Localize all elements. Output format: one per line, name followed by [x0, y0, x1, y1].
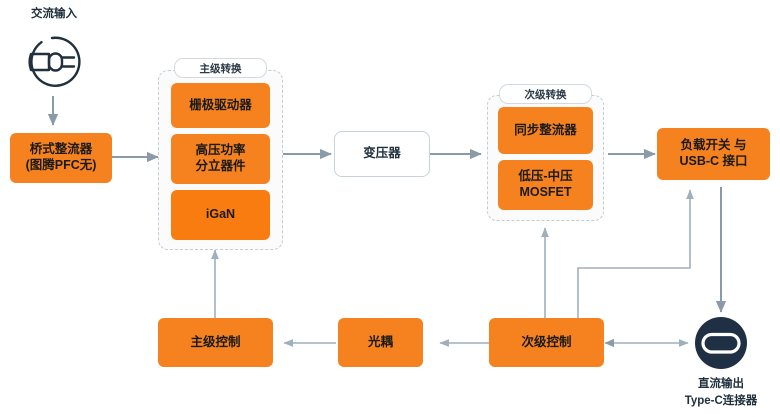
- primary-control-block[interactable]: 主级控制: [158, 318, 273, 367]
- secondary-control-block[interactable]: 次级控制: [489, 318, 604, 367]
- optocoupler-block[interactable]: 光耦: [338, 318, 423, 367]
- primary-conversion-group-label: 主级转换: [174, 58, 267, 78]
- bridge-rectifier-block[interactable]: 桥式整流器 (图腾PFC无): [10, 133, 112, 183]
- arrow-secondary-control-to-loadswitch: [577, 189, 694, 318]
- ac-plug-icon: [28, 36, 81, 87]
- ac-input-label: 交流输入: [31, 8, 77, 20]
- secondary-conversion-group-label: 次级转换: [499, 84, 592, 104]
- transformer-block[interactable]: 变压器: [334, 131, 430, 177]
- sync-rectifier-block[interactable]: 同步整流器: [498, 107, 593, 154]
- hv-power-discrete-block[interactable]: 高压功率 分立器件: [171, 134, 270, 184]
- lv-mv-mosfet-block[interactable]: 低压-中压 MOSFET: [498, 160, 593, 210]
- gate-driver-block[interactable]: 栅极驱动器: [171, 83, 270, 128]
- igan-block[interactable]: iGaN: [171, 190, 270, 240]
- dc-output-label: 直流输出 Type-C连接器: [684, 378, 758, 407]
- usb-c-connector-icon: [695, 317, 747, 369]
- load-switch-usbc-block[interactable]: 负载开关 与 USB-C 接口: [657, 128, 770, 180]
